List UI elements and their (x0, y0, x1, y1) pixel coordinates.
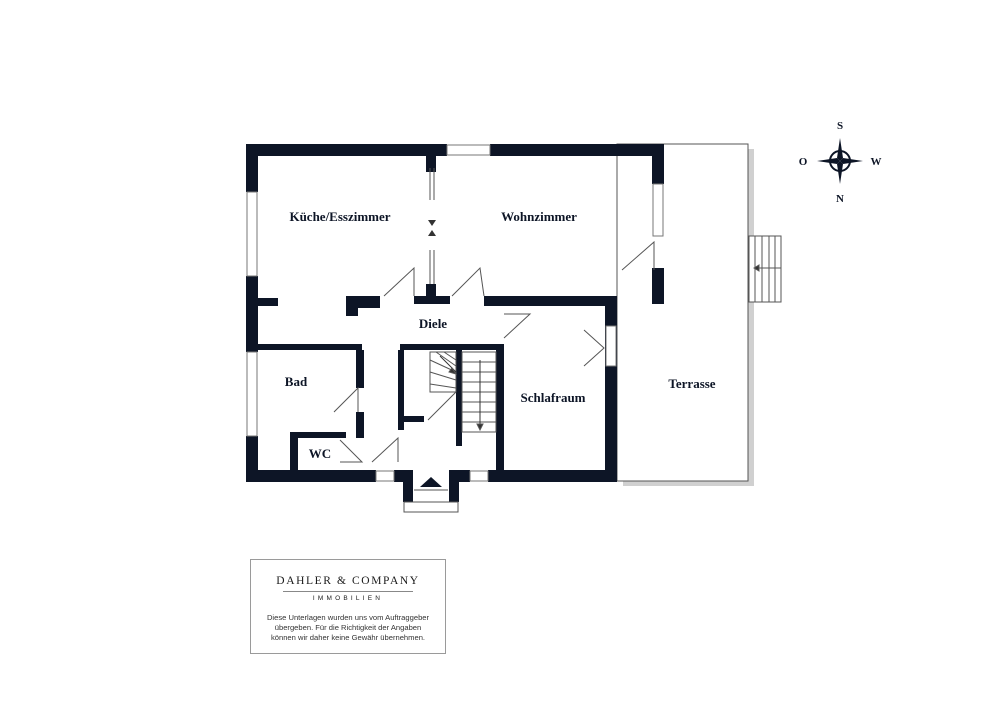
entrance (403, 477, 459, 513)
doors (333, 168, 655, 463)
company-name: DAHLER & COMPANY (276, 575, 420, 587)
room-label-wohnzimmer: Wohnzimmer (501, 209, 577, 224)
room-label-bad: Bad (285, 374, 308, 389)
room-label-diele: Diele (419, 316, 447, 331)
compass-icon: S N O W (799, 120, 882, 205)
partition-marks (428, 220, 436, 236)
room-label-wc: WC (309, 446, 331, 461)
disclaimer-line: übergeben. Für die Richtigkeit der Angab… (274, 623, 422, 632)
staircase (429, 351, 497, 433)
windows (246, 144, 664, 482)
room-label-kueche: Küche/Esszimmer (289, 209, 390, 224)
company-subtitle: IMMOBILIEN (312, 595, 384, 602)
terrace (616, 143, 754, 486)
terrace-stairs (748, 235, 782, 303)
room-label-schlafraum: Schlafraum (521, 390, 586, 405)
disclaimer-line: können wir daher keine Gewähr übernehmen… (270, 633, 426, 642)
compass-label-bottom: N (836, 193, 844, 205)
disclaimer-line: Diese Unterlagen wurden uns vom Auftragg… (266, 613, 430, 622)
room-label-terrasse: Terrasse (668, 376, 715, 391)
disclaimer-text: Diese Unterlagen wurden uns vom Auftragg… (257, 613, 439, 643)
company-divider (283, 591, 413, 592)
compass-label-right: W (871, 156, 882, 168)
company-info-box: DAHLER & COMPANY IMMOBILIEN Diese Unterl… (250, 559, 446, 654)
compass-label-left: O (799, 156, 808, 168)
compass-label-top: S (837, 120, 843, 132)
walls (246, 144, 664, 502)
